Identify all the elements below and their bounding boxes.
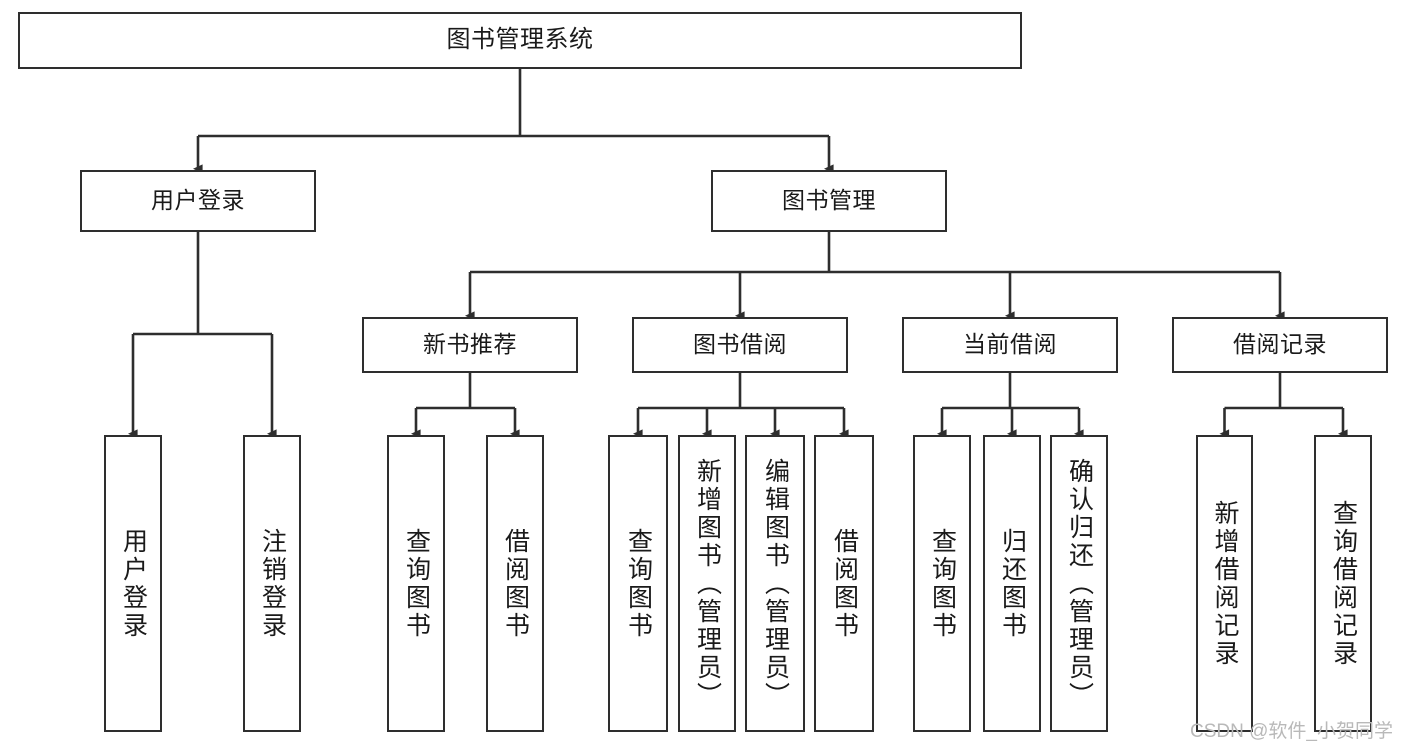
node-label: 图书管理系统 bbox=[446, 26, 594, 54]
node-l2-图书管理-1[interactable]: 图书管理 bbox=[711, 170, 947, 232]
node-leaf-注销登录-1[interactable]: 注销登录 bbox=[243, 435, 301, 732]
node-l3-借阅记录-3[interactable]: 借阅记录 bbox=[1172, 317, 1388, 373]
node-label: 借阅记录 bbox=[1233, 331, 1327, 358]
node-leaf-编辑图书管理员-6[interactable]: 编辑图书（管理员） bbox=[745, 435, 805, 732]
node-label: 新书推荐 bbox=[423, 331, 517, 358]
node-label: 查询图书 bbox=[624, 527, 653, 640]
node-label: 图书借阅 bbox=[693, 331, 787, 358]
node-label: 当前借阅 bbox=[963, 331, 1057, 358]
node-leaf-查询图书-2[interactable]: 查询图书 bbox=[387, 435, 445, 732]
node-leaf-新增图书管理员-5[interactable]: 新增图书（管理员） bbox=[678, 435, 736, 732]
node-leaf-查询图书-4[interactable]: 查询图书 bbox=[608, 435, 668, 732]
node-l3-新书推荐-0[interactable]: 新书推荐 bbox=[362, 317, 578, 373]
node-label: 借阅图书 bbox=[501, 527, 530, 640]
node-label: 新增借阅记录 bbox=[1211, 499, 1239, 668]
node-label: 归还图书 bbox=[998, 527, 1027, 640]
node-leaf-查询借阅记录-12[interactable]: 查询借阅记录 bbox=[1314, 435, 1372, 732]
node-label: 借阅图书 bbox=[830, 527, 859, 640]
node-leaf-借阅图书-3[interactable]: 借阅图书 bbox=[486, 435, 544, 732]
node-label: 确认归还（管理员） bbox=[1065, 457, 1094, 710]
node-label: 注销登录 bbox=[258, 527, 287, 640]
node-leaf-用户登录-0[interactable]: 用户登录 bbox=[104, 435, 162, 732]
node-leaf-查询图书-8[interactable]: 查询图书 bbox=[913, 435, 971, 732]
node-leaf-借阅图书-7[interactable]: 借阅图书 bbox=[814, 435, 874, 732]
node-label: 用户登录 bbox=[119, 527, 148, 640]
node-l2-用户登录-0[interactable]: 用户登录 bbox=[80, 170, 316, 232]
node-label: 编辑图书（管理员） bbox=[761, 457, 790, 710]
node-leaf-新增借阅记录-11[interactable]: 新增借阅记录 bbox=[1196, 435, 1253, 732]
node-label: 用户登录 bbox=[151, 187, 245, 214]
node-label: 新增图书（管理员） bbox=[693, 457, 722, 710]
node-label: 查询图书 bbox=[402, 527, 431, 640]
node-l3-图书借阅-1[interactable]: 图书借阅 bbox=[632, 317, 848, 373]
node-leaf-确认归还管理员-10[interactable]: 确认归还（管理员） bbox=[1050, 435, 1108, 732]
node-label: 图书管理 bbox=[782, 187, 876, 214]
node-label: 查询图书 bbox=[928, 527, 957, 640]
node-root-图书管理系统[interactable]: 图书管理系统 bbox=[18, 12, 1022, 69]
node-label: 查询借阅记录 bbox=[1329, 499, 1358, 668]
node-leaf-归还图书-9[interactable]: 归还图书 bbox=[983, 435, 1041, 732]
node-l3-当前借阅-2[interactable]: 当前借阅 bbox=[902, 317, 1118, 373]
